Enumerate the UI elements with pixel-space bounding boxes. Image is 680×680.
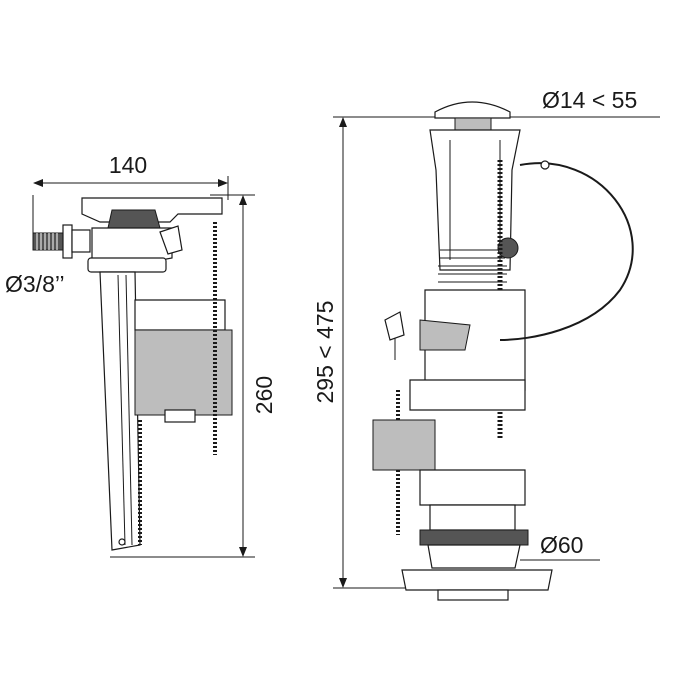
height-label: 260	[251, 376, 277, 414]
thread-lines	[36, 233, 58, 250]
release-lever	[419, 319, 471, 351]
valve-lever	[159, 225, 183, 255]
base-flange	[401, 569, 553, 591]
shank-line	[125, 274, 133, 546]
base-diameter-label: Ø60	[540, 532, 583, 558]
button-diameter-label: Ø14 < 55	[542, 87, 637, 113]
cable-end	[540, 160, 550, 170]
inlet-nut	[62, 224, 73, 259]
seal-ring	[419, 529, 529, 546]
valve-frame	[409, 379, 526, 411]
shank-line	[117, 274, 126, 546]
shank-hole	[118, 538, 126, 546]
push-button	[434, 101, 511, 119]
height-range-label: 295 < 475	[312, 301, 338, 404]
flush-valve: Ø14 < 55 Ø60 295 < 475	[312, 87, 660, 601]
float-box	[134, 329, 233, 416]
width-label: 140	[109, 152, 147, 178]
valve-nut	[107, 209, 161, 229]
button-stem	[454, 117, 492, 131]
valve-seat	[429, 504, 516, 531]
cable	[499, 162, 634, 341]
outlet	[437, 589, 509, 601]
half-flush-float	[372, 419, 436, 471]
inlet-diameter-label: Ø3/8’’	[5, 271, 65, 297]
float-clip	[164, 409, 196, 423]
inlet-body	[71, 229, 91, 253]
valve-collar	[87, 257, 167, 273]
float-top	[134, 299, 226, 331]
fill-valve: 140 Ø3/8’’ 260	[5, 152, 277, 558]
valve-shank	[99, 271, 141, 551]
base-thread	[427, 544, 521, 569]
valve-base-upper	[419, 469, 526, 506]
side-lever	[384, 311, 405, 341]
